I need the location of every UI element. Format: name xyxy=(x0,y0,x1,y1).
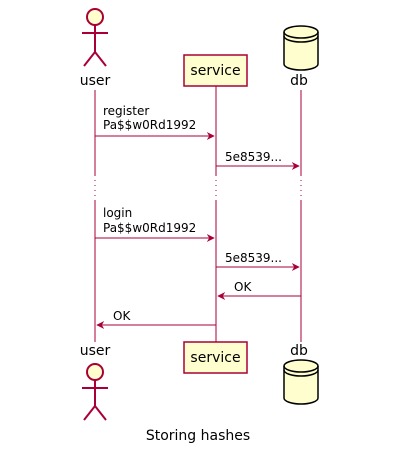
message-label-line: register xyxy=(103,104,149,118)
participant-user-bottom: user xyxy=(80,343,111,421)
participant-user-label: user xyxy=(80,73,111,89)
message-check-hash: 5e8539... xyxy=(216,251,300,271)
lifelines xyxy=(94,86,302,342)
message-label-line: login xyxy=(103,206,132,220)
actor-icon xyxy=(82,363,108,421)
database-icon xyxy=(283,25,319,71)
participant-user-label: user xyxy=(80,343,111,359)
message-label-line: Pa$$w0Rd1992 xyxy=(103,221,196,235)
message-label-line: OK xyxy=(113,309,131,323)
participant-service-label: service xyxy=(190,63,240,79)
participant-service-box xyxy=(183,341,248,374)
message-label-line: 5e8539... xyxy=(225,150,282,164)
participant-db-label: db xyxy=(290,73,308,89)
diagram-caption: Storing hashes xyxy=(146,428,250,444)
participant-service-bottom: service xyxy=(183,341,248,374)
participant-db-label: db xyxy=(290,343,308,359)
message-store-hash: 5e8539... xyxy=(216,150,300,170)
actor-icon xyxy=(82,8,108,67)
message-service-ok: OK xyxy=(96,309,216,329)
message-label-line: OK xyxy=(234,280,252,294)
participant-service-box xyxy=(183,54,248,87)
message-register: register Pa$$w0Rd1992 xyxy=(95,104,215,140)
participant-service-label: service xyxy=(190,350,240,366)
message-label-line: 5e8539... xyxy=(225,251,282,265)
database-icon xyxy=(283,359,319,405)
message-login: login Pa$$w0Rd1992 xyxy=(95,206,215,242)
participant-db-top: db xyxy=(283,25,319,89)
participant-user-top: user xyxy=(80,8,111,89)
participant-service-top: service xyxy=(183,54,248,87)
participant-db-bottom: db xyxy=(283,343,319,405)
message-label-line: Pa$$w0Rd1992 xyxy=(103,118,196,132)
message-db-ok: OK xyxy=(217,280,301,300)
